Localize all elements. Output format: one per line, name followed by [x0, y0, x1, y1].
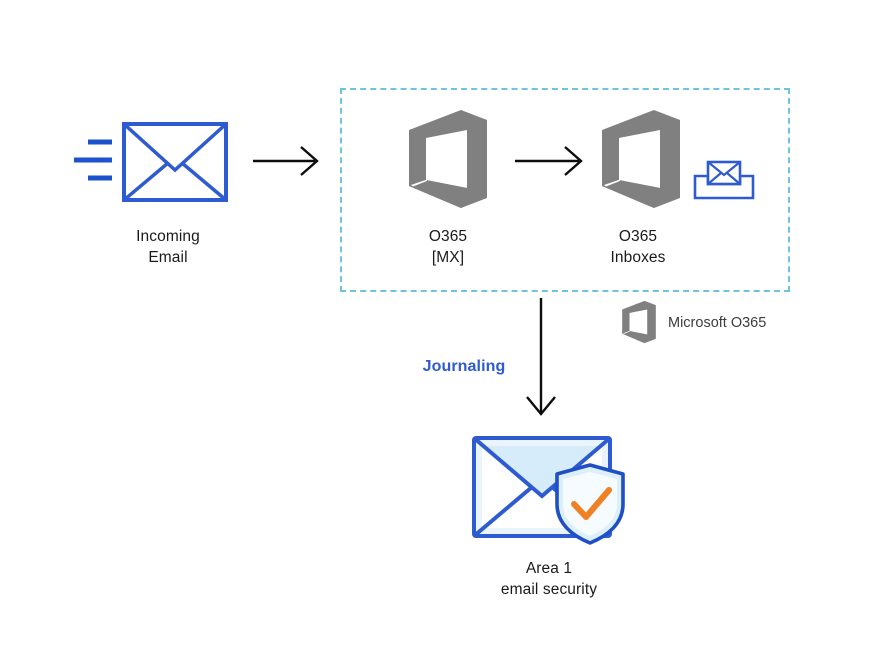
label-o365-mx-line1: O365	[428, 228, 468, 245]
arrow-right-icon	[253, 146, 319, 176]
badge-inbox-tray	[692, 158, 756, 202]
label-incoming-email-line1: Incoming	[136, 228, 200, 245]
arrow-down-icon	[526, 298, 556, 416]
edge-mx-to-inboxes	[515, 144, 587, 178]
label-o365-mx-line2: [MX]	[431, 249, 465, 266]
label-o365-inboxes-line1: O365	[618, 228, 658, 245]
node-area1-email-security[interactable]	[468, 432, 630, 548]
label-incoming-email-line2: Email	[148, 249, 188, 266]
node-incoming-email[interactable]	[72, 112, 232, 212]
node-o365-inboxes[interactable]	[598, 108, 684, 210]
arrow-right-icon	[515, 146, 583, 176]
office-365-icon	[409, 110, 487, 208]
edge-incoming-to-mx	[253, 144, 323, 178]
o365-boundary-zone	[340, 88, 790, 292]
legend-item-office365	[620, 300, 658, 344]
edge-label-journaling: Journaling	[422, 358, 506, 375]
edge-inboxes-to-area1	[524, 298, 558, 420]
secure-email-shield-icon	[472, 436, 625, 545]
label-area1-line2: email security	[500, 581, 598, 598]
label-area1-email-security: Area 1 email security	[459, 558, 639, 600]
node-o365-mx[interactable]	[405, 108, 491, 210]
label-o365-inboxes-line2: Inboxes	[610, 249, 666, 266]
envelope-with-motion-lines-icon	[74, 122, 228, 202]
label-area1-line1: Area 1	[525, 560, 573, 577]
label-o365-mx: O365 [MX]	[368, 226, 528, 268]
inbox-tray-envelope-icon	[693, 160, 755, 200]
legend-label-office365: Microsoft O365	[668, 315, 767, 331]
office-365-icon	[602, 110, 680, 208]
office-365-icon	[622, 300, 656, 344]
